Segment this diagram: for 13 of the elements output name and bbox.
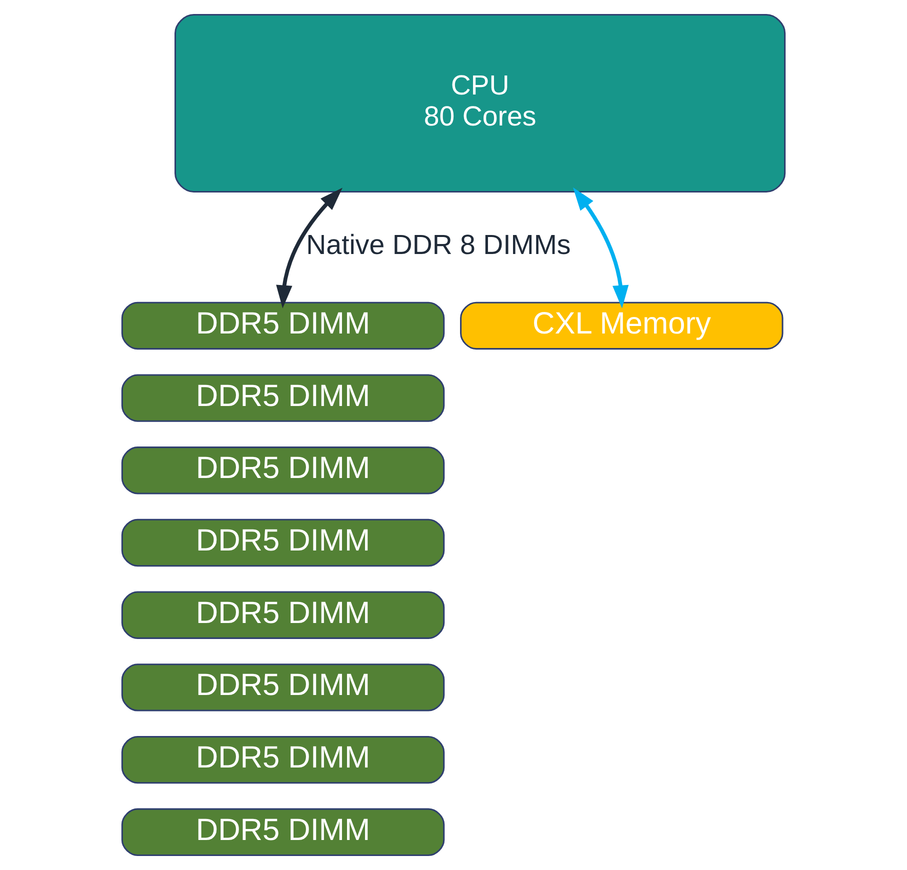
- arrow: [572, 187, 629, 308]
- node-box: DDR5 DIMM: [121, 664, 445, 712]
- node-box: DDR5 DIMM: [121, 446, 445, 494]
- node-box: DDR5 DIMM: [121, 302, 445, 350]
- node-box: CPU 80 Cores: [174, 14, 786, 193]
- edge-label: Native DDR 8 DIMMs: [306, 228, 571, 260]
- node-box: DDR5 DIMM: [121, 591, 445, 639]
- node-box: DDR5 DIMM: [121, 374, 445, 422]
- node-box: DDR5 DIMM: [121, 736, 445, 784]
- arrow: [276, 188, 343, 308]
- node-box: DDR5 DIMM: [121, 518, 445, 567]
- node-box: DDR5 DIMM: [121, 808, 445, 856]
- node-box: CXL Memory: [460, 302, 784, 350]
